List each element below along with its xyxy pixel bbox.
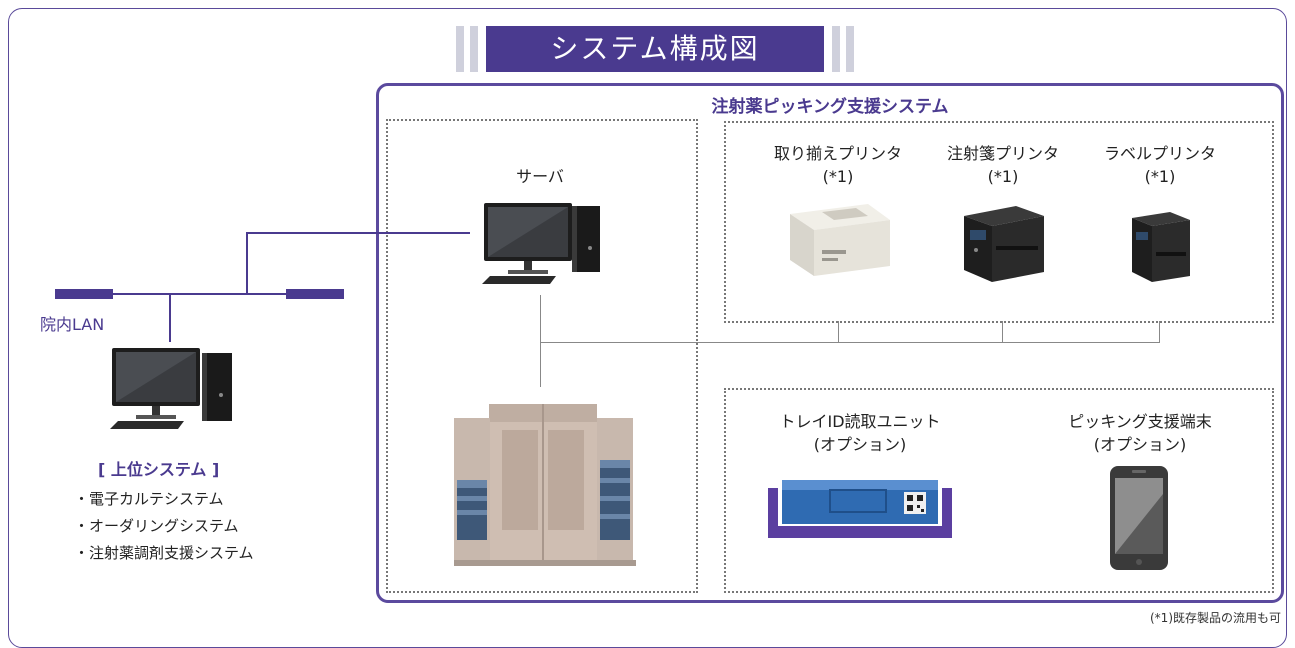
footnote: (*1)既存製品の流用も可 [1150, 611, 1281, 625]
printer-label-2: 注射箋プリンタ [946, 144, 1059, 163]
printer-area [724, 121, 1274, 323]
title-deco-left-1 [456, 26, 464, 72]
lan-riser [246, 232, 248, 294]
tray-reader-icon [768, 480, 952, 538]
lan-label: 院内LAN [40, 315, 105, 334]
lan-drop-client [169, 294, 171, 342]
title-deco-right-1 [832, 26, 840, 72]
printer1-drop [838, 321, 839, 343]
lan-line [113, 293, 286, 295]
printer-label-1: 取り揃えプリンタ [773, 144, 902, 163]
bus-line [540, 342, 1160, 343]
upper-system-item-1: ・電子カルテシステム [74, 490, 224, 508]
option-note-1: (オプション) [813, 435, 907, 454]
option-area [724, 388, 1274, 593]
printer-note-1: (*1) [822, 167, 854, 186]
printer2-drop [1002, 321, 1003, 343]
prescription-printer-icon [964, 206, 1044, 282]
printer-note-2: (*1) [987, 167, 1019, 186]
server-area [386, 119, 698, 593]
printer3-drop [1159, 321, 1160, 343]
server-label: サーバ [516, 167, 564, 186]
server-drop [540, 295, 541, 387]
upper-system-computer-icon [110, 348, 232, 429]
server-computer-icon [482, 203, 600, 284]
upper-system-title: [ 上位システム ] [98, 460, 220, 479]
printer-label-3: ラベルプリンタ [1103, 144, 1216, 163]
system-title: 注射薬ピッキング支援システム [711, 97, 949, 117]
option-note-2: (オプション) [1093, 435, 1187, 454]
system-box [376, 83, 1284, 603]
sorting-printer-icon [790, 204, 890, 276]
option-label-1: トレイID読取ユニット [779, 412, 941, 431]
lan-to-server [246, 232, 470, 234]
label-printer-icon [1132, 212, 1190, 282]
title-deco-right-2 [846, 26, 854, 72]
upper-system-item-2: ・オーダリングシステム [74, 517, 239, 535]
printer-note-3: (*1) [1144, 167, 1176, 186]
lan-terminal-left [55, 289, 113, 299]
lan-terminal-right [286, 289, 344, 299]
option-label-2: ピッキング支援端末 [1068, 412, 1212, 431]
handheld-terminal-icon [1110, 466, 1168, 570]
diagram-title: システム構成図 [486, 26, 824, 72]
drug-cabinet-icon [454, 404, 636, 566]
upper-system-item-3: ・注射薬調剤支援システム [74, 544, 254, 562]
title-deco-left-2 [470, 26, 478, 72]
